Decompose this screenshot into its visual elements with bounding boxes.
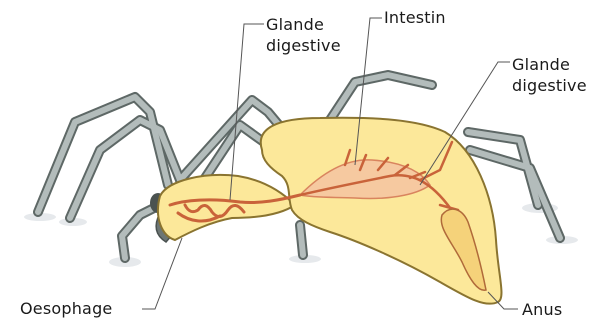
leg [300, 225, 303, 255]
leg [330, 75, 432, 120]
label-intestin: Intestin [384, 7, 446, 28]
label-anus: Anus [522, 299, 562, 320]
leader-oesophage [142, 238, 182, 309]
cephalothorax [158, 175, 295, 240]
label-oesophage: Oesophage [20, 298, 112, 319]
label-glande-digestive-right: Glande digestive [512, 54, 587, 96]
label-glande-digestive-left: Glande digestive [266, 14, 341, 56]
abdomen [261, 118, 502, 304]
